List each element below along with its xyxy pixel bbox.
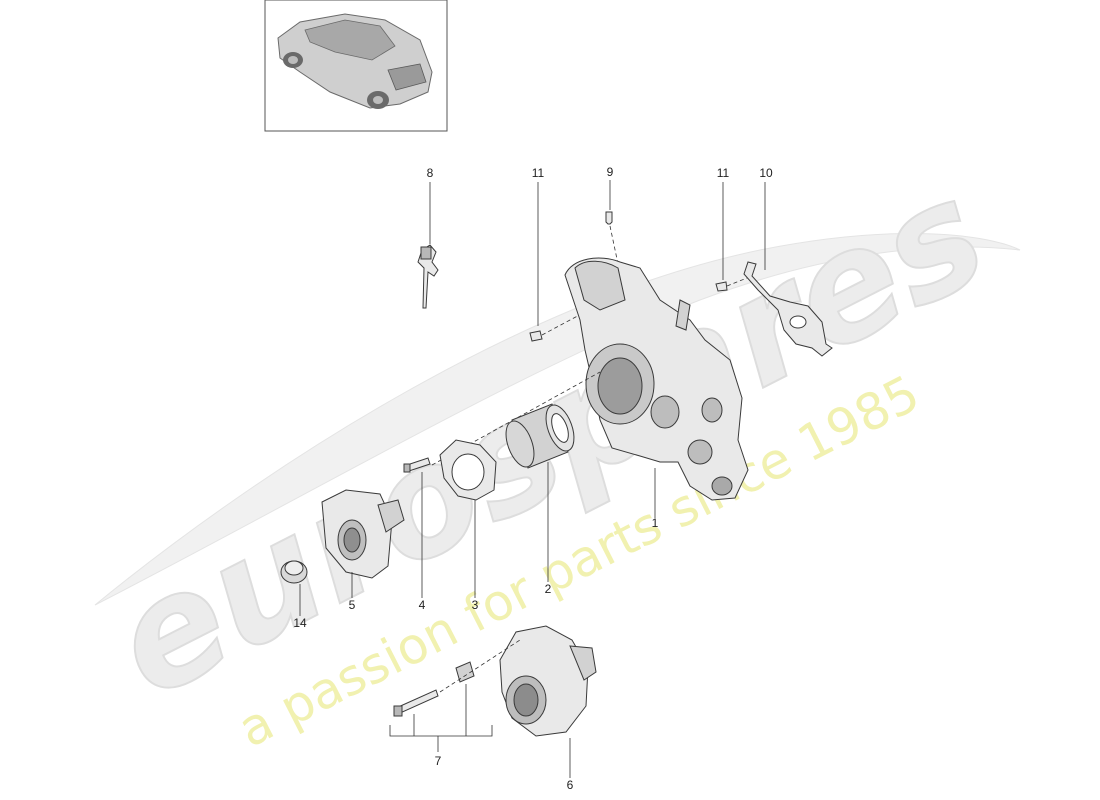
callout-labels: 8 11 9 11 10 1 2 3 4 5 14 6 7 — [293, 165, 773, 792]
leader-lines — [299, 180, 766, 778]
part-4-bolt[interactable] — [403, 457, 431, 473]
part-10-bracket[interactable] — [743, 261, 833, 357]
part-2-wheel-bearing[interactable] — [501, 401, 580, 470]
car-thumbnail — [264, 0, 448, 132]
callout-8[interactable]: 8 — [427, 166, 434, 180]
callout-5[interactable]: 5 — [349, 598, 356, 612]
callout-1[interactable]: 1 — [652, 516, 659, 530]
callout-4[interactable]: 4 — [419, 598, 426, 612]
callout-11-left[interactable]: 11 — [532, 166, 545, 180]
callout-7[interactable]: 7 — [435, 754, 442, 768]
callout-9[interactable]: 9 — [607, 165, 614, 179]
part-9-bolt[interactable] — [605, 211, 613, 225]
callout-6[interactable]: 6 — [567, 778, 574, 792]
part-14-collar-nut[interactable] — [280, 560, 308, 584]
part-7-bolt-set[interactable] — [393, 661, 475, 717]
part-5-drive-flange[interactable] — [321, 489, 405, 579]
callout-3[interactable]: 3 — [472, 598, 479, 612]
part-6-wheel-hub[interactable] — [499, 625, 597, 737]
callout-2[interactable]: 2 — [545, 582, 552, 596]
watermark-swoosh — [94, 233, 1021, 606]
part-8-sensor[interactable] — [417, 244, 439, 309]
callout-10[interactable]: 10 — [759, 166, 773, 180]
part-3-cover-plate[interactable] — [439, 439, 497, 501]
car-thumbnail-icon — [277, 13, 433, 109]
part-1-wheel-carrier[interactable] — [564, 257, 749, 501]
part-11-bolt-left[interactable] — [529, 330, 543, 342]
callout-14[interactable]: 14 — [293, 616, 307, 630]
part-11-bolt-right[interactable] — [715, 281, 728, 292]
callout-11-right[interactable]: 11 — [717, 166, 730, 180]
